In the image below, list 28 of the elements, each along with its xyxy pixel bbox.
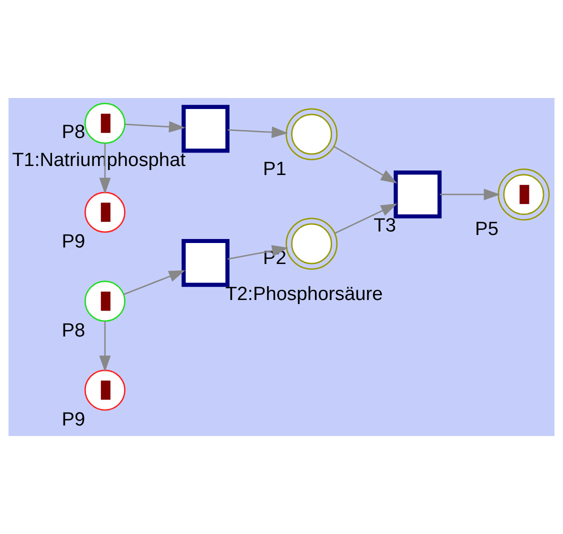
node-box [394,170,442,218]
arrow [334,146,398,184]
arrow [125,121,186,133]
node-label: T3 [374,216,396,237]
node-label: T1:Natriumphosphat [12,150,186,172]
node-label: P8 [62,320,86,342]
node-circle [84,192,126,233]
node-label: P9 [62,231,86,252]
node-box [182,104,230,153]
node-label: P5 [475,219,498,240]
node-label: P8 [62,122,86,143]
arrow [228,126,288,138]
node-circle [84,370,126,411]
arrow [228,245,288,260]
node-label: T2:Phosphorsäure [225,284,383,306]
node-circle [84,280,126,322]
node-circle [84,102,126,144]
node-box [182,238,230,287]
arrow [334,204,398,234]
node-circle [286,218,338,270]
arrow [99,143,111,194]
node-label: P9 [62,409,86,430]
arrow [99,321,111,372]
node-label: P1 [262,158,286,180]
arrow [440,188,500,200]
node-circle [498,168,550,220]
node-circle [286,108,338,160]
arrow [124,270,186,295]
